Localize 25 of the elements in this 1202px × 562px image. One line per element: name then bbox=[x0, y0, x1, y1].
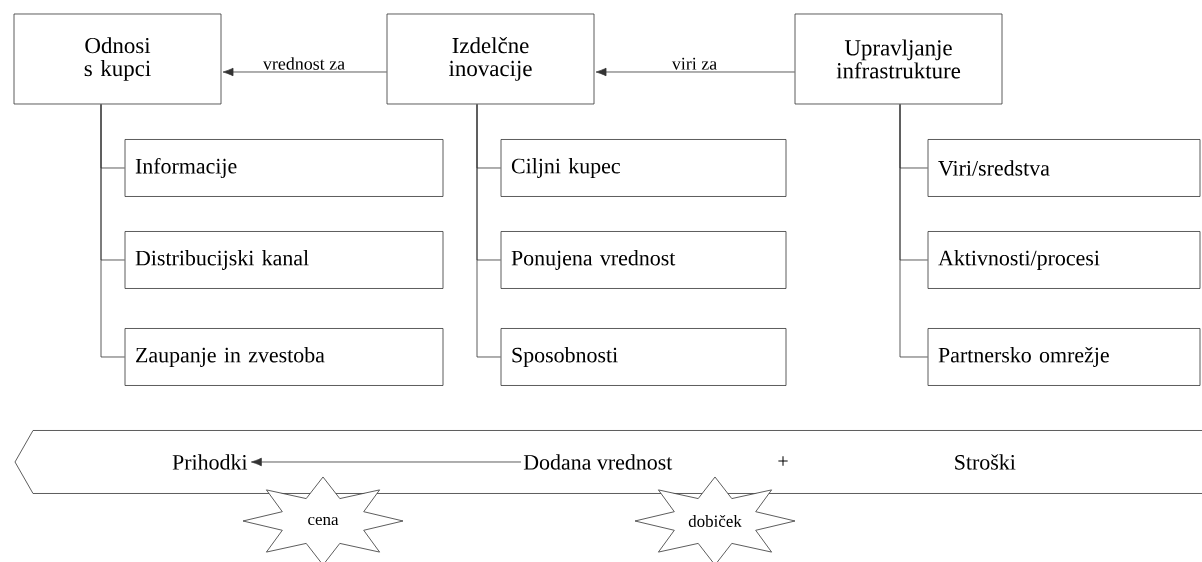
arrow bbox=[595, 67, 795, 77]
tree-connector bbox=[100, 104, 125, 358]
band-text: Stroški bbox=[955, 454, 1016, 470]
process-box: Upravljanje infrastrukture bbox=[794, 13, 1003, 105]
item-box: Ponujena vrednost bbox=[500, 231, 787, 289]
node-label: cena bbox=[308, 516, 339, 526]
item-box: Zaupanje in zvestoba bbox=[124, 328, 444, 386]
node-label: dobiček bbox=[688, 515, 742, 527]
item-box: Ciljni kupec bbox=[500, 139, 787, 197]
edge-label: viri za bbox=[671, 57, 717, 70]
tree-connector bbox=[476, 104, 501, 358]
item-box: Aktivnosti/procesi bbox=[927, 231, 1201, 289]
item-box: Informacije bbox=[124, 139, 444, 197]
process-box: Izdelčne inovacije bbox=[386, 13, 595, 105]
arrow bbox=[222, 67, 387, 77]
arrow bbox=[251, 457, 522, 467]
band-text: Dodana vrednost bbox=[523, 454, 673, 470]
tree-connector bbox=[899, 104, 928, 358]
item-box: Distribucijski kanal bbox=[124, 231, 444, 289]
item-box: Sposobnosti bbox=[500, 328, 787, 386]
item-box: Viri/sredstva bbox=[927, 139, 1201, 197]
item-box: Partnersko omrežje bbox=[927, 328, 1201, 386]
process-box: Odnosi s kupci bbox=[13, 13, 222, 105]
band-text: Prihodki bbox=[172, 454, 248, 470]
edge-label: vrednost za bbox=[262, 57, 345, 70]
